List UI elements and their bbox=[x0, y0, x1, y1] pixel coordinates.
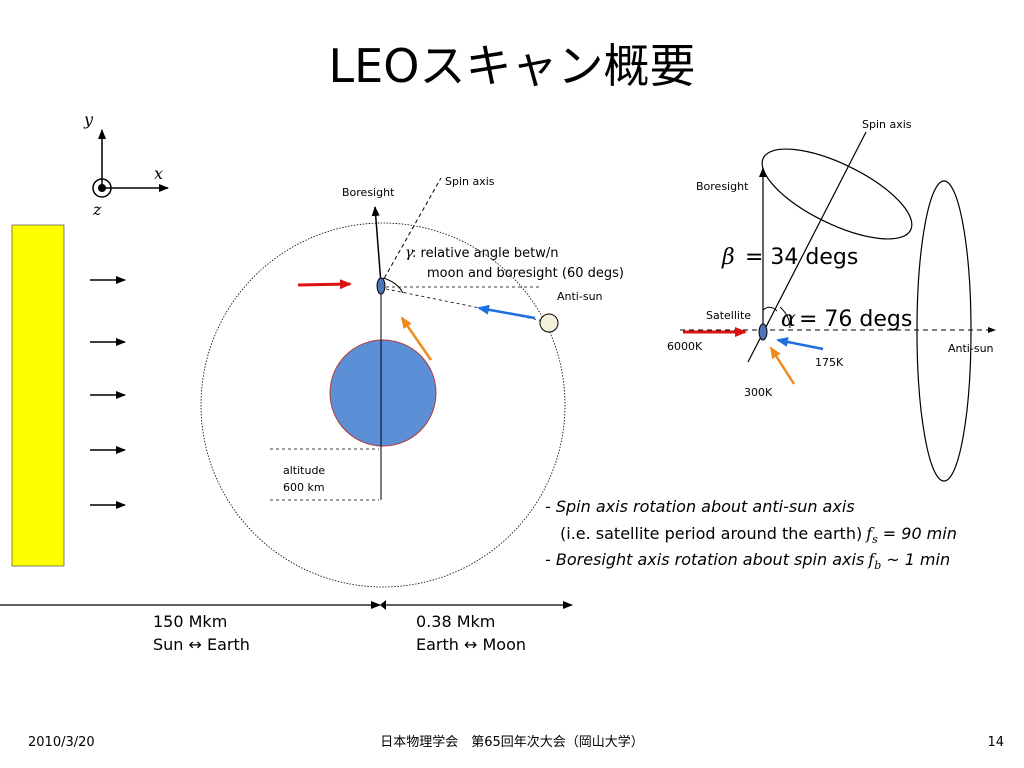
sunlight-arrows bbox=[90, 276, 126, 509]
axis-label-x: x bbox=[154, 164, 163, 183]
earth-moon-label: Earth ↔ Moon bbox=[416, 635, 526, 654]
sun-ray-arrow bbox=[297, 279, 352, 290]
axis-label-z: z bbox=[92, 200, 102, 219]
spin-axis-label-left: Spin axis bbox=[445, 175, 495, 188]
footer-date: 2010/3/20 bbox=[28, 735, 95, 750]
page-title: LEOスキャン概要 bbox=[329, 39, 696, 93]
gamma-desc-line1: : relative angle betw/n bbox=[412, 246, 558, 261]
altitude-label-line1: altitude bbox=[283, 464, 325, 477]
coordinate-axes: y x z bbox=[83, 110, 169, 219]
z-axis-icon bbox=[92, 178, 112, 198]
anti-sun-label-left: Anti-sun bbox=[557, 290, 603, 303]
note-line-2: (i.e. satellite period around the earth)… bbox=[560, 524, 957, 546]
alpha-value: = 76 degs bbox=[799, 307, 912, 332]
right-scan-diagram: Spin axis Boresight β = 34 degs α = 76 d… bbox=[667, 118, 996, 482]
scan-notes: - Spin axis rotation about anti-sun axis… bbox=[545, 497, 957, 572]
earth bbox=[329, 339, 437, 447]
moon bbox=[539, 313, 559, 333]
boresight-label-left: Boresight bbox=[342, 186, 395, 199]
temp-sun-label: 6000K bbox=[667, 340, 703, 353]
axis-label-y: y bbox=[83, 110, 94, 129]
distance-scale: 150 Mkm Sun ↔ Earth 0.38 Mkm Earth ↔ Moo… bbox=[0, 600, 573, 654]
alpha-symbol: α bbox=[781, 307, 796, 332]
beta-symbol: β bbox=[721, 245, 735, 270]
orbit-circle bbox=[200, 222, 566, 588]
sun-earth-distance: 150 Mkm bbox=[153, 612, 227, 631]
sun-earth-label: Sun ↔ Earth bbox=[153, 635, 250, 654]
note-line-3: - Boresight axis rotation about spin axi… bbox=[545, 550, 950, 572]
footer-conference: 日本物理学会 第65回年次大会（岡山大学） bbox=[380, 734, 644, 750]
earth-moon-distance: 0.38 Mkm bbox=[416, 612, 495, 631]
temp-moon-label: 175K bbox=[815, 356, 844, 369]
boresight-cone-ellipse bbox=[761, 148, 913, 240]
gamma-symbol: γ bbox=[405, 245, 414, 261]
earth-ray-arrow bbox=[400, 316, 433, 361]
gamma-desc-line2: moon and boresight (60 degs) bbox=[427, 266, 624, 281]
spin-axis-ellipse bbox=[916, 180, 972, 482]
footer-page-number: 14 bbox=[987, 735, 1004, 750]
beta-value: = 34 degs bbox=[745, 245, 858, 270]
satellite-right bbox=[758, 323, 768, 341]
moon-ray-arrow bbox=[477, 304, 536, 320]
satellite-left bbox=[376, 277, 386, 295]
boresight-label-right: Boresight bbox=[696, 180, 749, 193]
note-line-1: - Spin axis rotation about anti-sun axis bbox=[545, 497, 855, 516]
spin-axis-label-right: Spin axis bbox=[862, 118, 912, 131]
altitude-label-line2: 600 km bbox=[283, 481, 325, 494]
left-orbit-diagram: Boresight Spin axis γ : relative angle b… bbox=[200, 175, 624, 588]
anti-sun-label-right: Anti-sun bbox=[948, 342, 994, 355]
temp-earth-label: 300K bbox=[744, 386, 773, 399]
sun-bar bbox=[11, 224, 65, 567]
satellite-label: Satellite bbox=[706, 309, 751, 322]
